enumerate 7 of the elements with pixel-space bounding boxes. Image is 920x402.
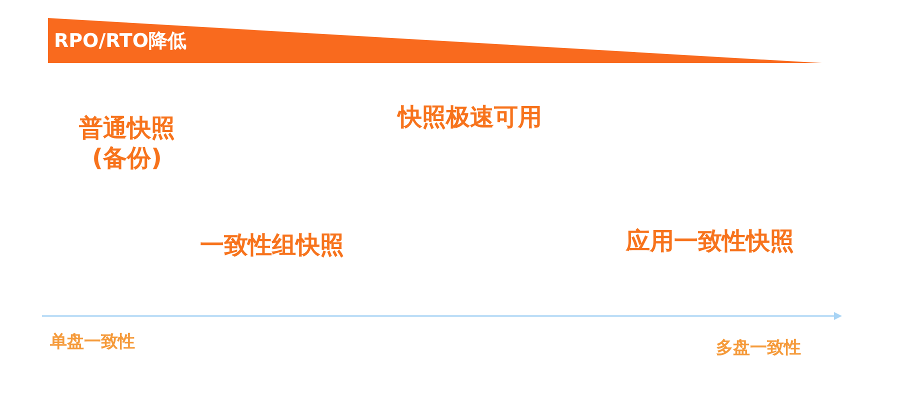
snapshot-label: 快照极速可用 [398,102,542,132]
snapshot-label: 普通快照(备份) [78,113,176,173]
band-title: RPO/RTO降低 [54,29,187,53]
snapshot-label: 一致性组快照 [200,230,344,260]
axis-label: 多盘一致性 [716,338,801,358]
axis-label: 单盘一致性 [50,332,135,352]
snapshot-label: 应用一致性快照 [626,226,794,256]
